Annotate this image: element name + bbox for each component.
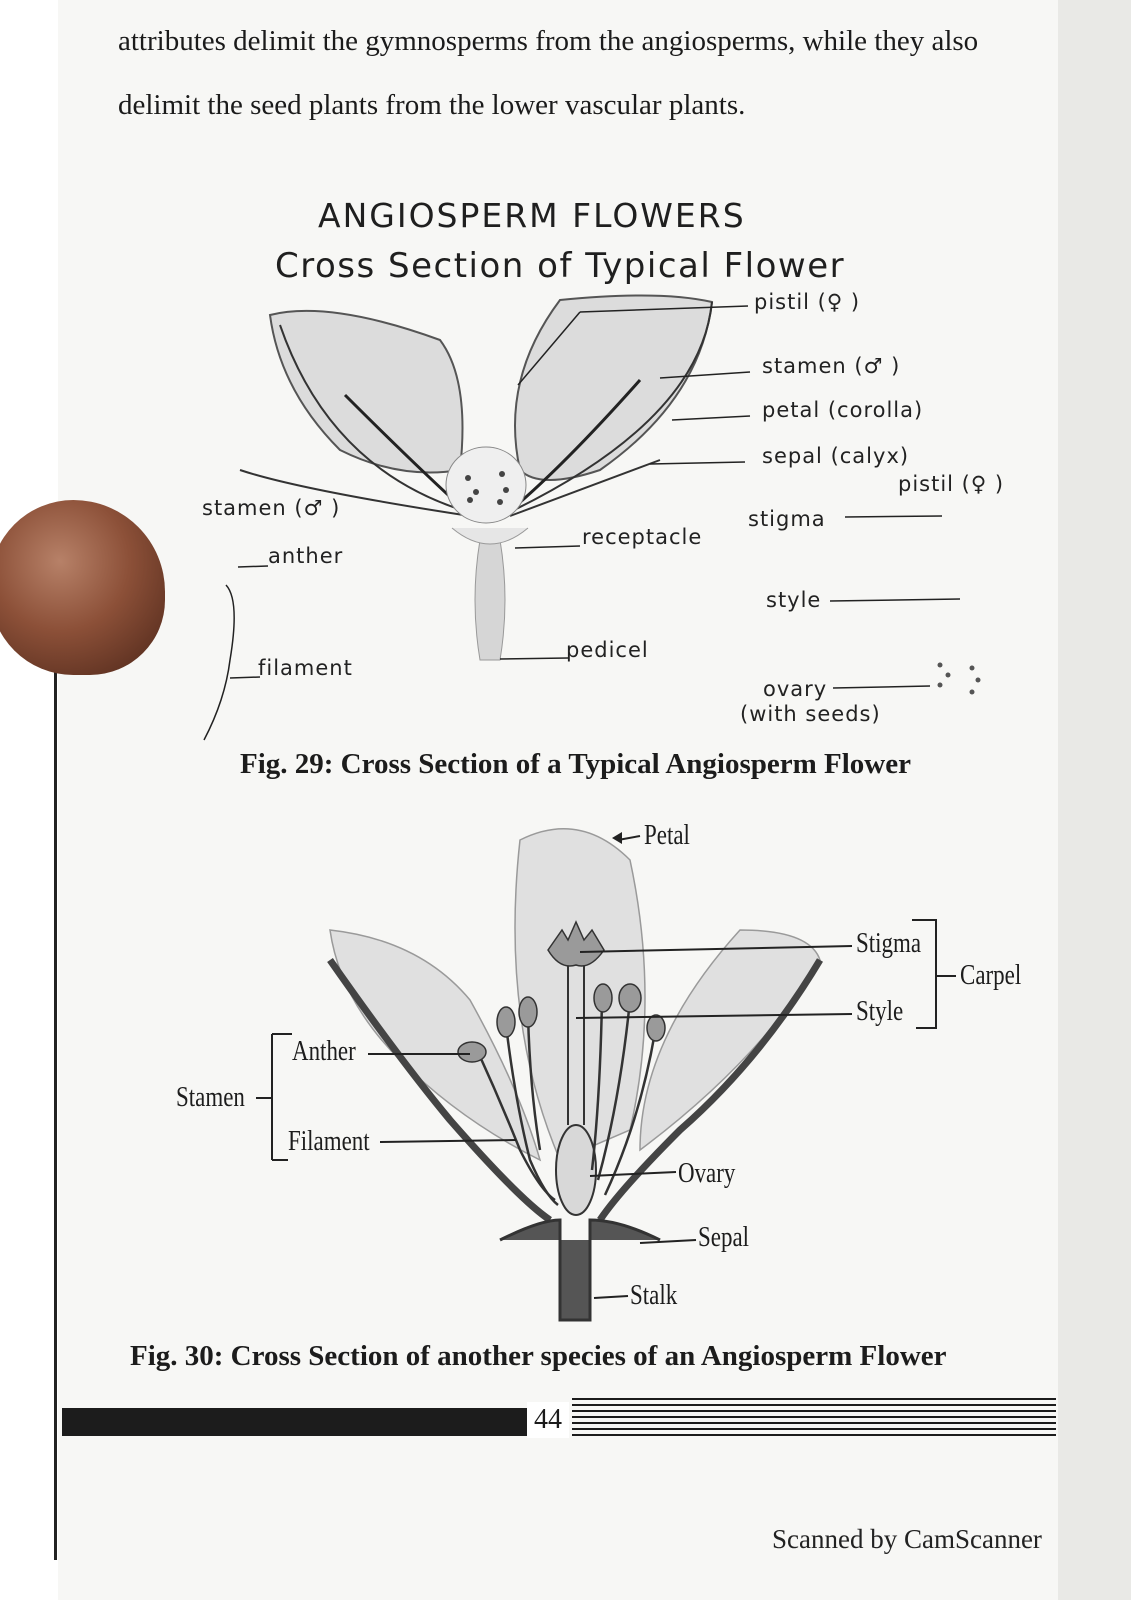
label-filament: filament: [258, 656, 353, 680]
figure2-diagram: [0, 800, 1131, 1340]
figure1-diagram: [0, 0, 1131, 780]
label-filament-fig2: Filament: [288, 1126, 370, 1158]
label-ovary-fig2: Ovary: [678, 1158, 735, 1190]
petal-right-shape: [515, 295, 712, 480]
petal-arrow: [612, 832, 622, 844]
label-sepal-calyx: sepal (calyx): [762, 444, 909, 468]
petal-left-shape: [270, 311, 463, 473]
label-carpel: Carpel: [960, 960, 1021, 992]
label-stamen-key: stamen (♂ ): [202, 496, 340, 520]
label-pedicel: pedicel: [566, 638, 649, 662]
ovary-shape: [556, 1125, 596, 1215]
receptacle-shape: [452, 528, 528, 544]
ovary-key-seeds: [938, 663, 981, 695]
ovary-shape: [446, 447, 526, 523]
label-stalk: Stalk: [630, 1280, 677, 1312]
label-petal: Petal: [644, 820, 690, 852]
label-stigma: stigma: [748, 507, 826, 531]
flower2-petals: [330, 829, 820, 1160]
scanner-watermark: Scanned by CamScanner: [772, 1524, 1042, 1555]
label-receptacle: receptacle: [582, 525, 702, 549]
label-pistil-top: pistil (♀ ): [754, 290, 860, 314]
label-stamen-fig2: Stamen: [176, 1082, 245, 1114]
label-anther: anther: [268, 544, 343, 568]
footer-bar-left: [62, 1408, 528, 1436]
label-sepal-fig2: Sepal: [698, 1222, 749, 1254]
label-ovary-note: (with seeds): [740, 702, 881, 726]
figure2-caption: Fig. 30: Cross Section of another specie…: [130, 1340, 947, 1373]
page-number: 44: [527, 1402, 569, 1438]
label-ovary: ovary: [763, 677, 827, 701]
label-stamen-top: stamen (♂ ): [762, 354, 900, 378]
label-petal-corolla: petal (corolla): [762, 398, 923, 422]
figure1-caption: Fig. 29: Cross Section of a Typical Angi…: [240, 748, 911, 781]
petal-right-shape: [640, 930, 820, 1150]
label-pistil-key: pistil (♀ ): [898, 472, 1004, 496]
pedicel-shape: [475, 540, 505, 660]
label-style-fig2: Style: [856, 996, 903, 1028]
label-stigma-fig2: Stigma: [856, 928, 921, 960]
label-anther-fig2: Anther: [292, 1036, 356, 1068]
footer-bar-right: [572, 1398, 1056, 1436]
label-style: style: [766, 588, 821, 612]
